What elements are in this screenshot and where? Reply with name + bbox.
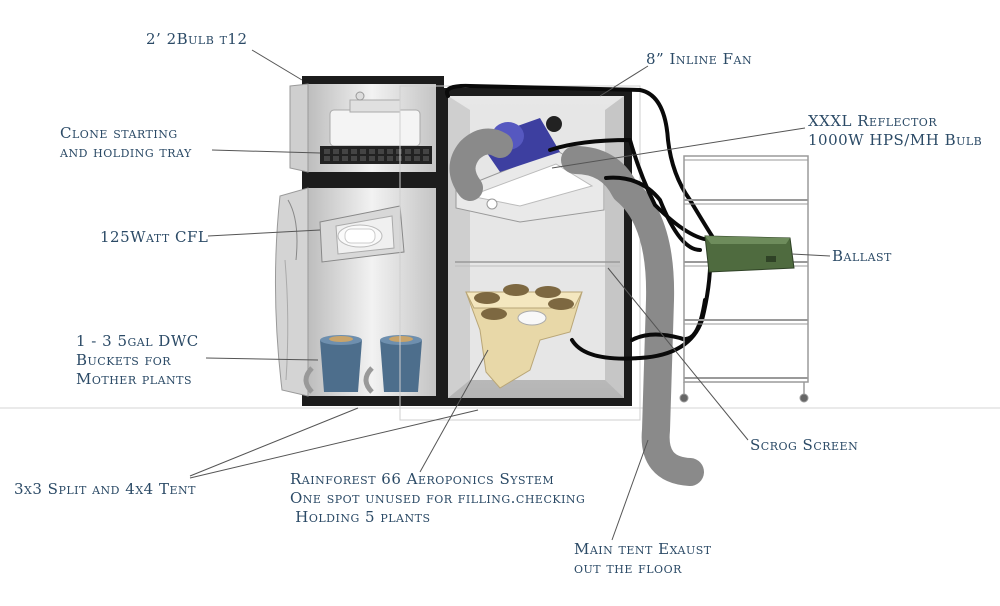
clone-tray-icon <box>320 146 432 164</box>
leader-lines <box>189 49 831 541</box>
duct-icon <box>449 128 704 486</box>
label-cfl: 125Watt CFL <box>100 228 209 246</box>
label-reflector-line2: 1000W HPS/MH Bulb <box>808 131 983 149</box>
label-ballast: Ballast <box>832 247 892 265</box>
label-aeroponics-line3: Holding 5 plants <box>290 508 431 526</box>
cfl-reflector-icon <box>319 205 405 263</box>
wire-rack-icon <box>679 155 809 403</box>
label-dwc-line3: Mother plants <box>76 370 193 388</box>
ballast-icon <box>704 235 795 273</box>
label-aeroponics: Rainforest 66 Aeroponics System One spot… <box>290 470 585 527</box>
label-tent: 3x3 Split and 4x4 Tent <box>14 480 196 498</box>
power-cord <box>445 83 714 361</box>
label-exhaust: Main tent Exaust out the floor <box>574 540 712 578</box>
label-scrog-screen: Scrog Screen <box>750 436 859 454</box>
label-aeroponics-line2: One spot unused for filling.checking <box>290 489 586 507</box>
label-exhaust-line2: out the floor <box>574 559 682 577</box>
label-dwc-line2: Buckets for <box>76 351 172 369</box>
label-clone-tray: Clone starting and holding tray <box>60 124 192 162</box>
label-reflector: XXXL Reflector 1000W HPS/MH Bulb <box>808 112 982 150</box>
bucket-icon <box>303 335 422 394</box>
label-reflector-line1: XXXL Reflector <box>808 112 938 130</box>
label-t12-light: 2’ 2Bulb t12 <box>146 30 248 48</box>
label-dwc-buckets: 1 - 3 5gal DWC Buckets for Mother plants <box>76 332 199 389</box>
aeroponics-icon <box>465 284 583 389</box>
label-exhaust-line1: Main tent Exaust <box>574 540 712 558</box>
label-aeroponics-line1: Rainforest 66 Aeroponics System <box>290 470 555 488</box>
label-clone-tray-line1: Clone starting <box>60 124 178 142</box>
label-clone-tray-line2: and holding tray <box>60 143 192 161</box>
label-inline-fan: 8” Inline Fan <box>646 50 753 68</box>
label-dwc-line1: 1 - 3 5gal DWC <box>76 332 199 350</box>
